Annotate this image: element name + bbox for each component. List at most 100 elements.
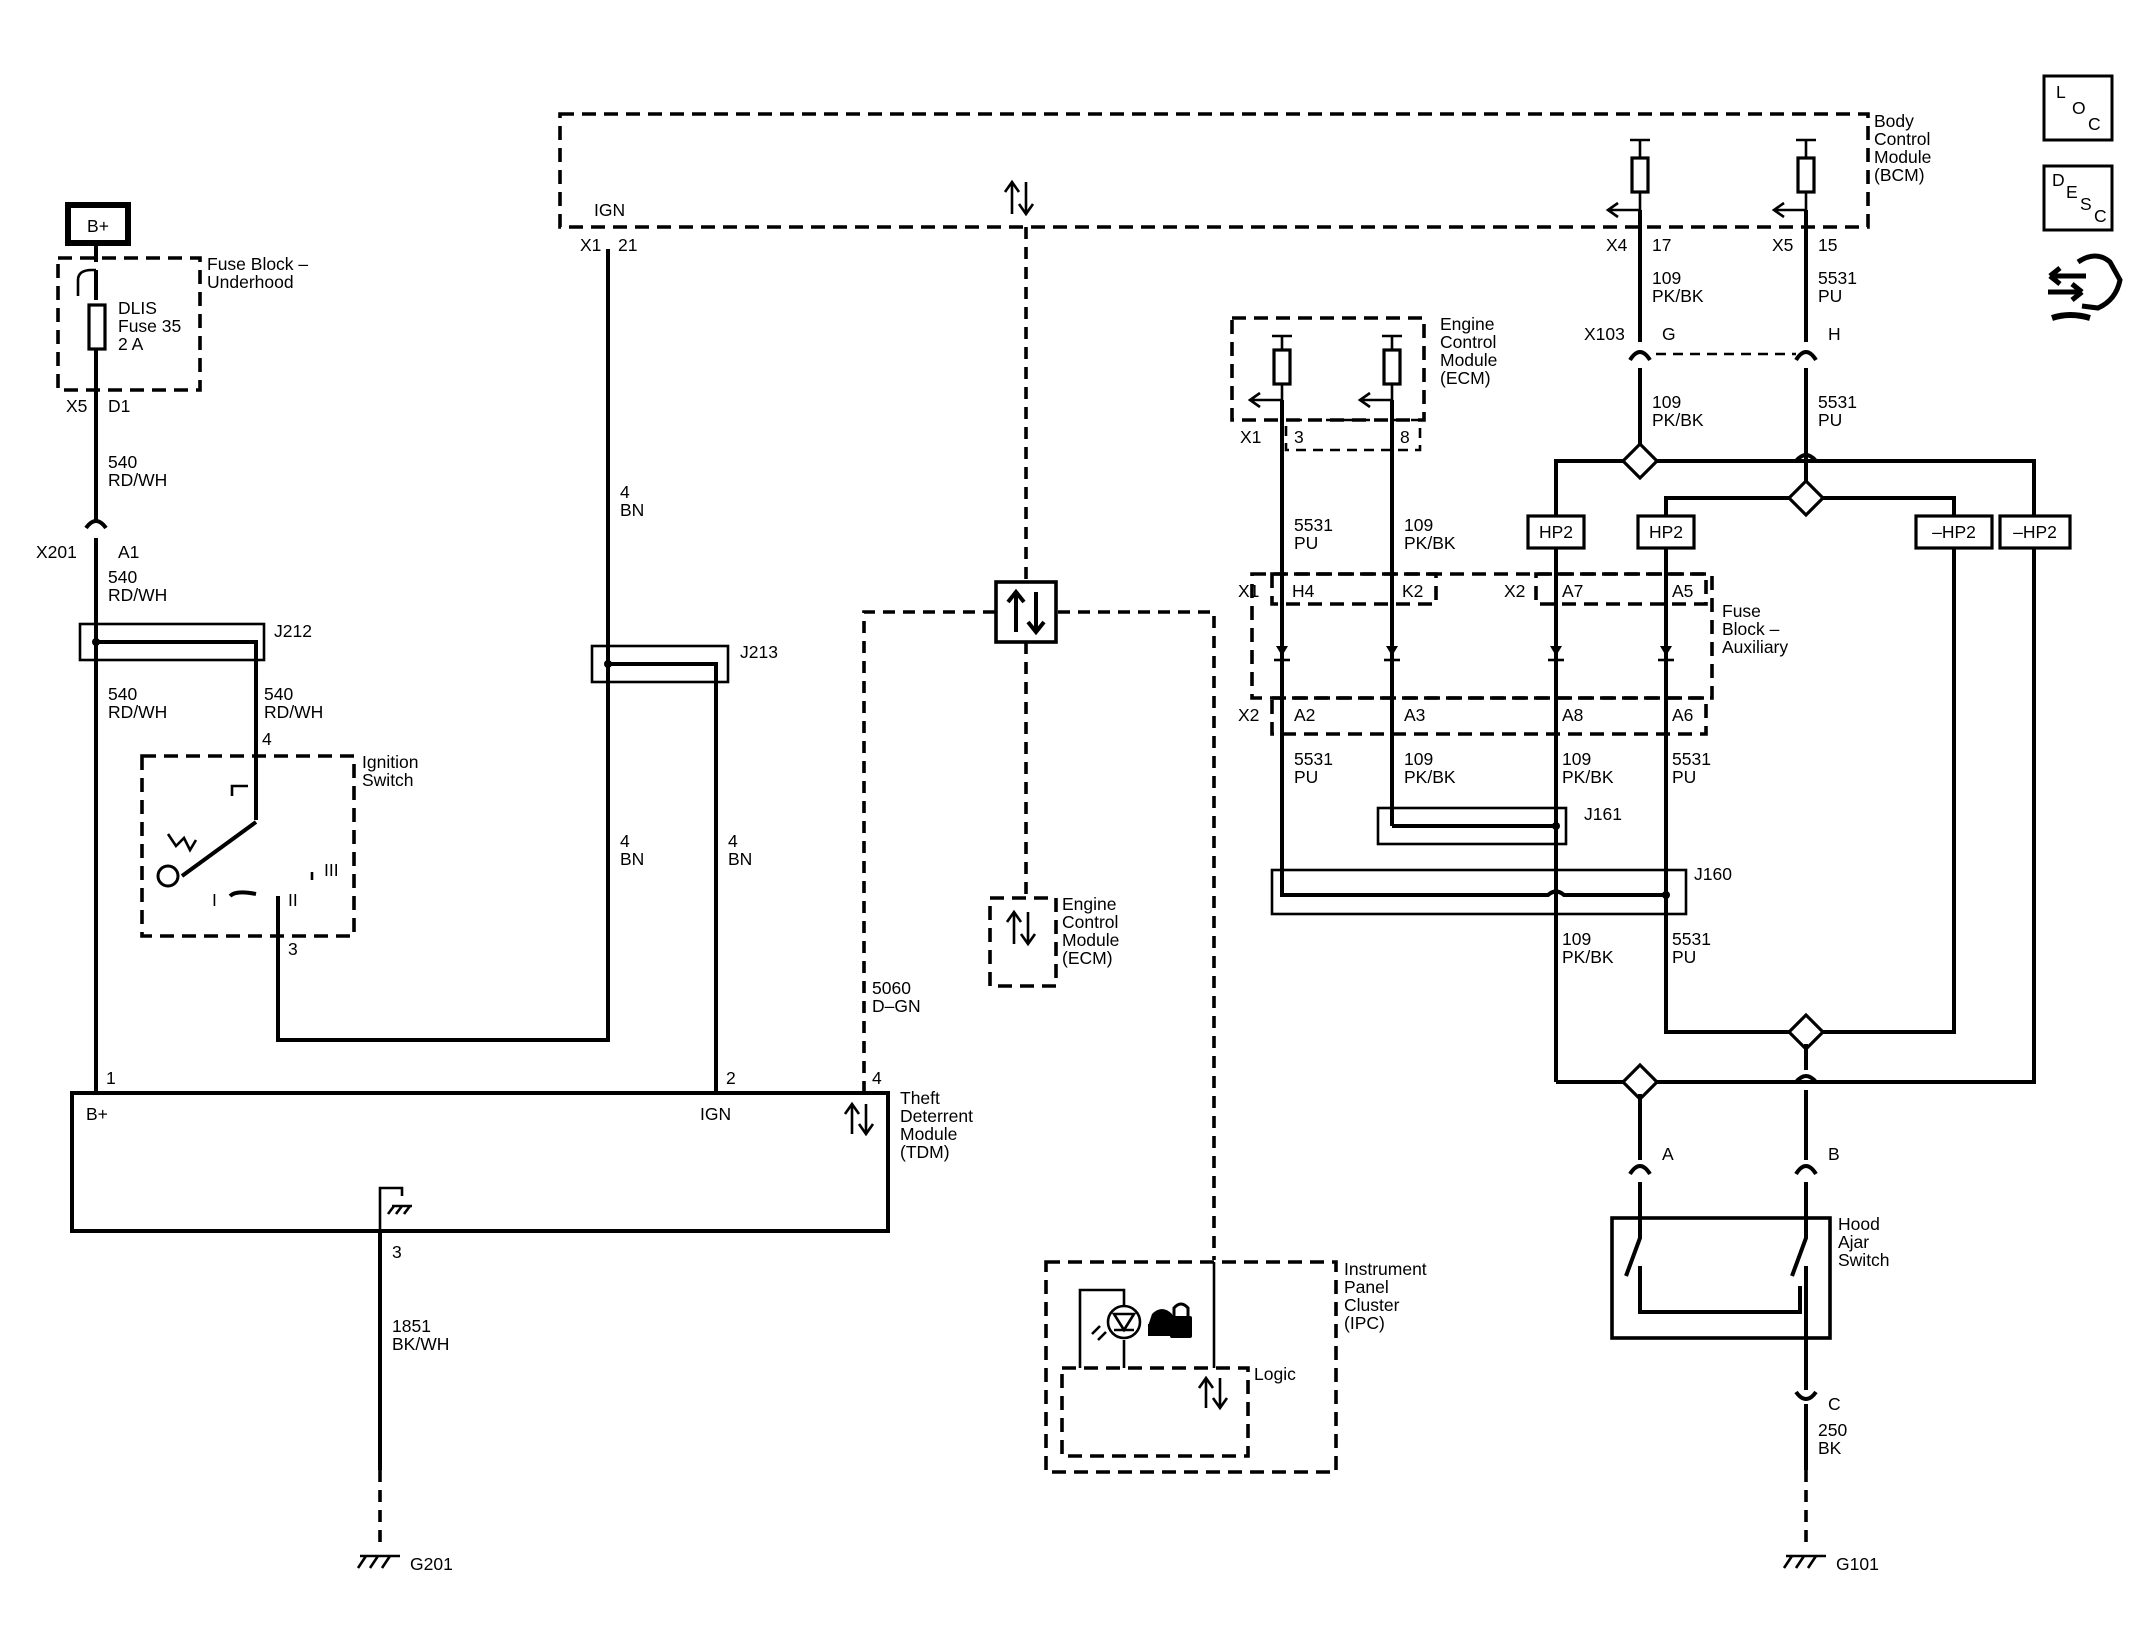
svg-text:I: I [212,890,217,910]
svg-text:PK/BK: PK/BK [1652,286,1704,306]
svg-text:540: 540 [108,452,137,472]
svg-text:BN: BN [620,500,644,520]
svg-text:RD/WH: RD/WH [264,702,323,722]
svg-text:X103: X103 [1584,324,1625,344]
svg-text:5531: 5531 [1672,749,1711,769]
svg-text:C: C [2094,206,2107,226]
bcm-box [558,112,1870,229]
svg-text:15: 15 [1818,235,1837,255]
svg-text:X5: X5 [1772,235,1793,255]
diamond-splice-1 [1620,441,1660,481]
serial-splice-arrows-icon [1006,588,1046,636]
svg-text:BN: BN [728,849,752,869]
ipc-logic-label: Logic [1254,1364,1296,1384]
svg-text:4: 4 [872,1068,882,1088]
svg-text:109: 109 [1652,392,1681,412]
svg-text:B+: B+ [86,1104,108,1124]
security-indicator-icon [1091,1304,1142,1341]
svg-text:250: 250 [1818,1420,1847,1440]
svg-text:IGN: IGN [700,1104,731,1124]
ignition-switch-pivot [156,864,180,888]
svg-text:540: 540 [264,684,293,704]
svg-text:S: S [2080,194,2092,214]
svg-text:BK: BK [1818,1438,1842,1458]
svg-text:109: 109 [1562,749,1591,769]
svg-text:A1: A1 [118,542,139,562]
ecm-serial-box [988,896,1058,988]
ipc-logic-box [1060,1366,1250,1458]
ground-g101-label: G101 [1836,1554,1879,1574]
splice-j212 [78,622,266,662]
svg-text:PK/BK: PK/BK [1562,947,1614,967]
svg-text:3: 3 [1294,427,1304,447]
diamond-splice-3 [1786,1012,1826,1052]
svg-text:109: 109 [1404,749,1433,769]
aux-pass-through-arrows-icon [1274,646,1674,662]
svg-text:540: 540 [108,567,137,587]
svg-text:C: C [2088,114,2101,134]
svg-text:III: III [324,860,339,880]
svg-text:PU: PU [1672,767,1696,787]
ground-g101-icon [1782,1554,1826,1569]
desc-button[interactable]: D E S C [2042,164,2114,232]
svg-text:4: 4 [620,482,630,502]
svg-text:A6: A6 [1672,705,1693,725]
svg-text:PU: PU [1294,767,1318,787]
lock-car-icon [1148,1302,1192,1338]
svg-text:H4: H4 [1292,581,1315,601]
fuse-35-icon [87,303,107,351]
svg-text:X1: X1 [1240,427,1261,447]
svg-text:PK/BK: PK/BK [1404,767,1456,787]
ignition-switch [140,754,356,938]
svg-text:PK/BK: PK/BK [1562,767,1614,787]
splice-j160 [1270,868,1688,916]
svg-text:3: 3 [392,1242,402,1262]
ground-g201-label: G201 [410,1554,453,1574]
key-icon [166,833,198,853]
svg-text:–HP2: –HP2 [1932,522,1976,542]
svg-text:PU: PU [1294,533,1318,553]
svg-text:A3: A3 [1404,705,1425,725]
svg-text:3: 3 [288,939,298,959]
svg-text:5531: 5531 [1294,515,1333,535]
svg-text:D: D [2052,170,2065,190]
diamond-splice-2 [1786,478,1826,518]
connector-hand-icon[interactable] [2048,253,2123,321]
svg-text:D1: D1 [108,396,130,416]
tdm-internal-ground-icon [386,1204,412,1215]
svg-text:IGN: IGN [594,200,625,220]
svg-text:X5: X5 [66,396,87,416]
svg-text:540: 540 [108,684,137,704]
svg-text:O: O [2072,98,2086,118]
ipc-box [1044,1260,1338,1474]
tdm-serial-icon [843,1101,875,1137]
loc-button[interactable]: L O C [2042,74,2114,142]
fuse-block-underhood-label: Fuse Block –Underhood [207,254,308,292]
battery-label: B+ [87,216,109,236]
hood-ajar-switch[interactable] [1610,1216,1832,1340]
svg-text:X1: X1 [1238,581,1259,601]
svg-text:X2: X2 [1238,705,1259,725]
fuse-block-underhood [56,256,202,392]
fuse-block-auxiliary [1250,572,1714,700]
svg-text:109: 109 [1562,929,1591,949]
ecm-serial-icon [1005,909,1037,947]
svg-text:A8: A8 [1562,705,1583,725]
svg-text:21: 21 [618,235,637,255]
svg-text:1: 1 [106,1068,116,1088]
ipc-serial-icon [1197,1375,1229,1411]
tdm-box[interactable] [70,1091,890,1233]
svg-text:C: C [1828,1394,1841,1414]
svg-text:A: A [1662,1144,1674,1164]
svg-text:A2: A2 [1294,705,1315,725]
svg-text:L: L [2056,82,2066,102]
svg-text:J213: J213 [740,642,778,662]
svg-text:4: 4 [728,831,738,851]
svg-text:5060: 5060 [872,978,911,998]
svg-text:8: 8 [1400,427,1410,447]
